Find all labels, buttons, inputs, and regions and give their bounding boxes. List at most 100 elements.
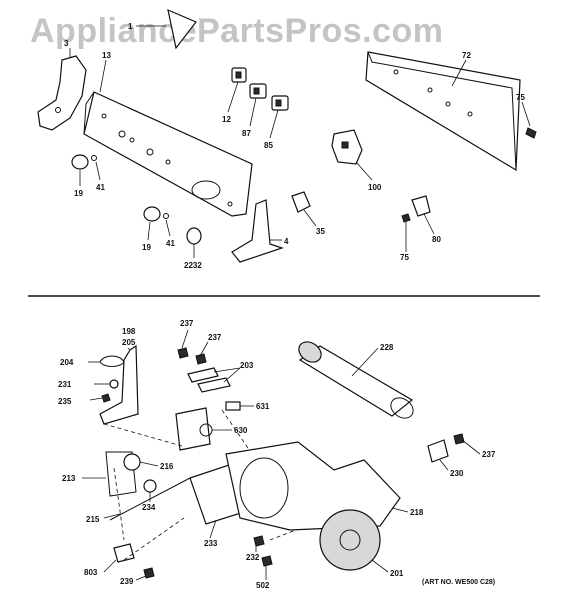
part-3-shape xyxy=(37,55,87,131)
label-75-a: 75 xyxy=(516,93,525,102)
label-502: 502 xyxy=(256,581,270,590)
part-216-pulley xyxy=(123,453,141,471)
part-12-detail xyxy=(235,71,242,79)
bottom-section: 198 205 204 231 235 237 237 203 228 631 … xyxy=(58,319,496,590)
part-237-screw-c xyxy=(453,433,465,445)
label-631: 631 xyxy=(256,402,270,411)
part-502-shape xyxy=(261,555,273,567)
label-203: 203 xyxy=(240,361,254,370)
leader-239 xyxy=(135,575,147,581)
leader-87 xyxy=(249,97,257,127)
leader-203b xyxy=(223,367,241,383)
part-85-detail xyxy=(275,99,282,107)
label-630: 630 xyxy=(234,426,248,435)
part-13-hole-4 xyxy=(146,148,154,156)
part-201-shape xyxy=(319,509,381,571)
part-13-hole-5 xyxy=(165,159,171,165)
leader-803 xyxy=(103,559,117,573)
label-1: 1 xyxy=(128,22,133,31)
label-239: 239 xyxy=(120,577,134,586)
part-41-clip-b xyxy=(163,213,169,219)
leader-201 xyxy=(371,559,389,573)
part-2232-shape xyxy=(186,227,202,245)
part-230-shape xyxy=(427,439,449,463)
leader-13 xyxy=(99,59,107,93)
part-237-screw-a xyxy=(177,347,189,359)
leader-80 xyxy=(423,213,435,235)
leader-72 xyxy=(451,59,467,87)
label-230: 230 xyxy=(450,469,464,478)
part-35-shape xyxy=(291,191,311,213)
part-4-shape xyxy=(231,199,284,263)
label-12: 12 xyxy=(222,115,231,124)
label-218: 218 xyxy=(410,508,424,517)
label-803: 803 xyxy=(84,568,98,577)
label-35: 35 xyxy=(316,227,325,236)
leader-228 xyxy=(351,347,379,377)
part-218-opening xyxy=(239,457,289,519)
label-198: 198 xyxy=(122,327,136,336)
leader-75a xyxy=(521,101,531,127)
part-75-screw-b xyxy=(401,213,411,223)
part-630-shape xyxy=(175,407,211,451)
leader-203a xyxy=(213,367,241,373)
leader-41a xyxy=(95,161,101,181)
part-13-hole-1 xyxy=(101,113,107,119)
label-232: 232 xyxy=(246,553,260,562)
part-72-hole-1 xyxy=(393,69,399,75)
label-41-a: 41 xyxy=(96,183,105,192)
leader-237b xyxy=(199,341,209,357)
part-75-screw-a xyxy=(525,127,537,139)
label-234: 234 xyxy=(142,503,156,512)
label-19-b: 19 xyxy=(142,243,151,252)
part-13-edge xyxy=(83,91,95,135)
part-13-hole-6 xyxy=(227,201,233,207)
leader-198 xyxy=(127,347,131,351)
label-216: 216 xyxy=(160,462,174,471)
part-19-knob-a xyxy=(71,154,89,170)
assembly-line-b xyxy=(113,467,125,541)
label-13: 13 xyxy=(102,51,111,60)
leader-230 xyxy=(439,459,449,471)
assembly-line-c xyxy=(123,517,185,561)
part-213-belt xyxy=(105,451,137,497)
label-85: 85 xyxy=(264,141,273,150)
part-803-shape xyxy=(113,543,135,563)
part-218-shape xyxy=(225,441,401,531)
label-213: 213 xyxy=(62,474,76,483)
leader-235 xyxy=(89,397,103,401)
label-2232: 2232 xyxy=(184,261,202,270)
part-203-clip-b xyxy=(197,377,231,393)
label-41-b: 41 xyxy=(166,239,175,248)
leader-100 xyxy=(355,161,373,181)
leader-19b xyxy=(147,221,151,241)
part-72-hole-2 xyxy=(427,87,433,93)
part-239-shape xyxy=(143,567,155,579)
leader-35 xyxy=(303,209,317,227)
label-237-b: 237 xyxy=(208,333,222,342)
part-631-shape xyxy=(225,401,241,411)
part-72-hole-3 xyxy=(445,101,451,107)
leader-215 xyxy=(103,513,121,519)
assembly-line-e xyxy=(269,529,297,541)
part-232-shape xyxy=(253,535,265,547)
label-237-a: 237 xyxy=(180,319,194,328)
part-72-hole-4 xyxy=(467,111,473,117)
part-234-shape xyxy=(143,479,157,493)
leader-41b xyxy=(165,219,171,237)
part-41-clip-a xyxy=(91,155,97,161)
label-3: 3 xyxy=(64,39,69,48)
part-231-shape xyxy=(109,379,119,389)
top-section: 1 3 13 12 87 85 72 75 19 41 100 19 41 22… xyxy=(37,8,537,270)
part-80-shape xyxy=(411,195,431,217)
part-228-end xyxy=(298,341,322,363)
assembly-line-a xyxy=(103,423,183,447)
label-201: 201 xyxy=(390,569,404,578)
assembly-line-d xyxy=(221,409,249,449)
label-233: 233 xyxy=(204,539,218,548)
label-80: 80 xyxy=(432,235,441,244)
leader-85 xyxy=(269,109,279,139)
part-1-shape xyxy=(167,8,197,50)
label-237-c: 237 xyxy=(482,450,496,459)
